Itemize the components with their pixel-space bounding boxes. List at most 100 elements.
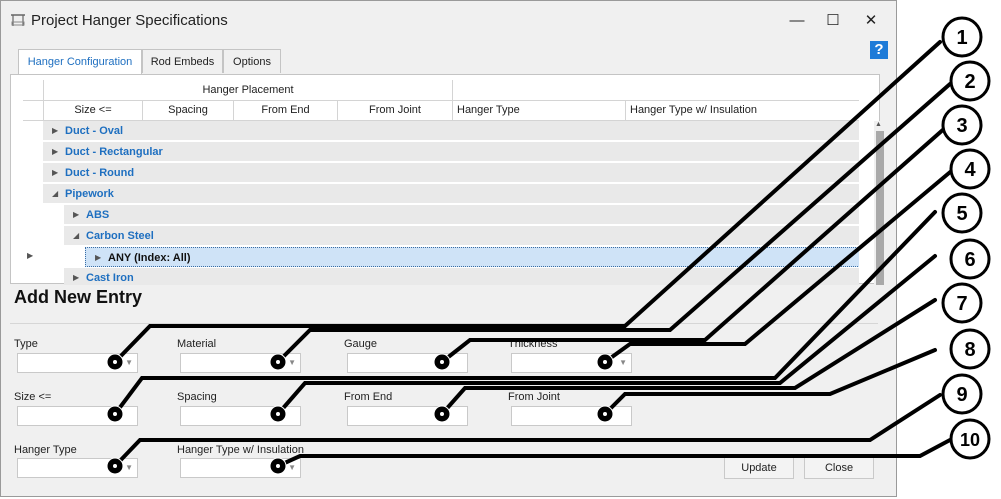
callout-badge-6 xyxy=(949,238,991,280)
type-dropdown[interactable]: ▼ xyxy=(17,353,138,373)
update-button[interactable]: Update xyxy=(724,457,794,479)
callout-number: 3 xyxy=(956,115,967,137)
tab-options[interactable]: Options xyxy=(223,49,281,73)
callout-number: 6 xyxy=(964,249,975,271)
col-hanger-type-insulation[interactable]: Hanger Type w/ Insulation xyxy=(625,100,859,120)
from-joint-input[interactable] xyxy=(511,406,632,426)
tree-row-label: Cast Iron xyxy=(86,272,134,284)
window-title: Project Hanger Specifications xyxy=(31,12,228,29)
tab-hanger-configuration[interactable]: Hanger Configuration xyxy=(18,49,142,75)
hanger-config-panel: Hanger Placement Size <= Spacing From En… xyxy=(10,74,886,285)
callout-badge-5 xyxy=(941,192,983,234)
expand-arrow-icon[interactable]: ▶ xyxy=(95,253,102,262)
from-joint-label: From Joint xyxy=(508,391,560,403)
tree-row-label: Carbon Steel xyxy=(86,230,154,242)
chevron-down-icon[interactable]: ▼ xyxy=(619,358,627,367)
col-hanger-type[interactable]: Hanger Type xyxy=(452,100,625,120)
grid-column-header-row: Size <= Spacing From End From Joint Hang… xyxy=(23,100,859,121)
tab-rod-embeds[interactable]: Rod Embeds xyxy=(142,49,223,73)
expand-arrow-icon[interactable]: ▶ xyxy=(73,210,80,219)
callout-badge-2 xyxy=(949,60,991,102)
callout-number: 8 xyxy=(964,339,975,361)
hanger-placement-header: Hanger Placement xyxy=(43,80,452,100)
maximize-button[interactable]: ☐ xyxy=(826,12,840,29)
callout-number: 10 xyxy=(960,430,980,450)
callout-badge-9 xyxy=(941,373,983,415)
callout-number: 9 xyxy=(956,384,967,406)
hanger-type-insulation-label: Hanger Type w/ Insulation xyxy=(177,444,304,456)
col-from-joint[interactable]: From Joint xyxy=(337,100,452,120)
tree-row-label: Duct - Round xyxy=(65,167,135,179)
tree-row-label: Duct - Oval xyxy=(65,125,124,137)
expand-arrow-icon[interactable]: ▶ xyxy=(52,168,59,177)
chevron-down-icon[interactable]: ▼ xyxy=(125,463,133,472)
callout-badge-10 xyxy=(949,418,991,460)
scroll-thumb[interactable] xyxy=(876,131,884,285)
grid-vertical-scrollbar[interactable]: ▲ xyxy=(874,121,886,285)
from-end-label: From End xyxy=(344,391,393,403)
grid-rows: ▶ Duct - Oval ▶ Duct - Rectangular ▶ Duc… xyxy=(23,121,859,285)
gauge-label: Gauge xyxy=(344,338,378,350)
collapse-arrow-icon[interactable]: ◢ xyxy=(52,189,59,198)
callout-number: 2 xyxy=(964,71,975,93)
expand-arrow-icon[interactable]: ▶ xyxy=(73,273,80,282)
callout-badge-1 xyxy=(941,16,983,58)
hanger-type-insulation-dropdown[interactable]: ▼ xyxy=(180,458,301,478)
tree-row-label: ABS xyxy=(86,209,110,221)
expand-arrow-icon[interactable]: ▶ xyxy=(52,126,59,135)
callout-number: 7 xyxy=(956,293,967,315)
tree-row-duct-oval[interactable]: ▶ Duct - Oval xyxy=(43,121,859,141)
callout-number: 5 xyxy=(956,203,967,225)
collapse-arrow-icon[interactable]: ◢ xyxy=(73,231,80,240)
tree-row-carbon-steel[interactable]: ◢ Carbon Steel xyxy=(64,226,859,246)
tree-row-abs[interactable]: ▶ ABS xyxy=(64,205,859,225)
col-size[interactable]: Size <= xyxy=(43,100,142,120)
chevron-down-icon[interactable]: ▼ xyxy=(288,358,296,367)
close-window-button[interactable]: ✕ xyxy=(864,12,878,29)
hanger-type-label: Hanger Type xyxy=(14,444,77,456)
callout-badge-4 xyxy=(949,148,991,190)
help-icon[interactable]: ? xyxy=(870,41,888,59)
tree-row-cast-iron[interactable]: ▶ Cast Iron xyxy=(64,268,859,285)
size-label: Size <= xyxy=(14,391,52,403)
tree-row-label: Pipework xyxy=(65,188,114,200)
callout-badge-3 xyxy=(941,104,983,146)
minimize-button[interactable]: — xyxy=(789,12,805,29)
size-input[interactable] xyxy=(17,406,138,426)
hanger-spec-window: Project Hanger Specifications — ☐ ✕ ? Ha… xyxy=(0,0,897,497)
row-indicator-icon: ▶ xyxy=(27,251,34,260)
col-spacing[interactable]: Spacing xyxy=(142,100,233,120)
scroll-up-icon[interactable]: ▲ xyxy=(875,121,882,128)
grid-group-header-row: Hanger Placement xyxy=(23,80,859,101)
from-end-input[interactable] xyxy=(347,406,468,426)
tree-row-label: Duct - Rectangular xyxy=(65,146,163,158)
hanger-app-icon xyxy=(11,14,25,26)
callout-badge-7 xyxy=(941,282,983,324)
thickness-label: Thickness xyxy=(508,338,558,350)
close-button[interactable]: Close xyxy=(804,457,874,479)
hanger-grid: Hanger Placement Size <= Spacing From En… xyxy=(23,80,886,285)
hanger-group-spacer xyxy=(452,80,859,100)
tree-row-pipework[interactable]: ◢ Pipework xyxy=(43,184,859,204)
hanger-type-dropdown[interactable]: ▼ xyxy=(17,458,138,478)
section-divider xyxy=(10,323,878,324)
title-bar: Project Hanger Specifications — ☐ ✕ xyxy=(1,1,896,39)
chevron-down-icon[interactable]: ▼ xyxy=(125,358,133,367)
spacing-label: Spacing xyxy=(177,391,217,403)
callout-number: 4 xyxy=(964,159,976,181)
material-dropdown[interactable]: ▼ xyxy=(180,353,301,373)
type-label: Type xyxy=(14,338,38,350)
tree-row-any-index-all[interactable]: ▶ ANY (Index: All) xyxy=(85,247,859,267)
callout-badge-8 xyxy=(949,328,991,370)
tree-row-label: ANY (Index: All) xyxy=(108,252,191,264)
spacing-input[interactable] xyxy=(180,406,301,426)
thickness-dropdown[interactable]: ▼ xyxy=(511,353,632,373)
tree-row-duct-rectangular[interactable]: ▶ Duct - Rectangular xyxy=(43,142,859,162)
gauge-input[interactable] xyxy=(347,353,468,373)
add-new-entry-title: Add New Entry xyxy=(14,287,143,307)
material-label: Material xyxy=(177,338,217,350)
tree-row-duct-round[interactable]: ▶ Duct - Round xyxy=(43,163,859,183)
expand-arrow-icon[interactable]: ▶ xyxy=(52,147,59,156)
chevron-down-icon[interactable]: ▼ xyxy=(288,463,296,472)
col-from-end[interactable]: From End xyxy=(233,100,337,120)
